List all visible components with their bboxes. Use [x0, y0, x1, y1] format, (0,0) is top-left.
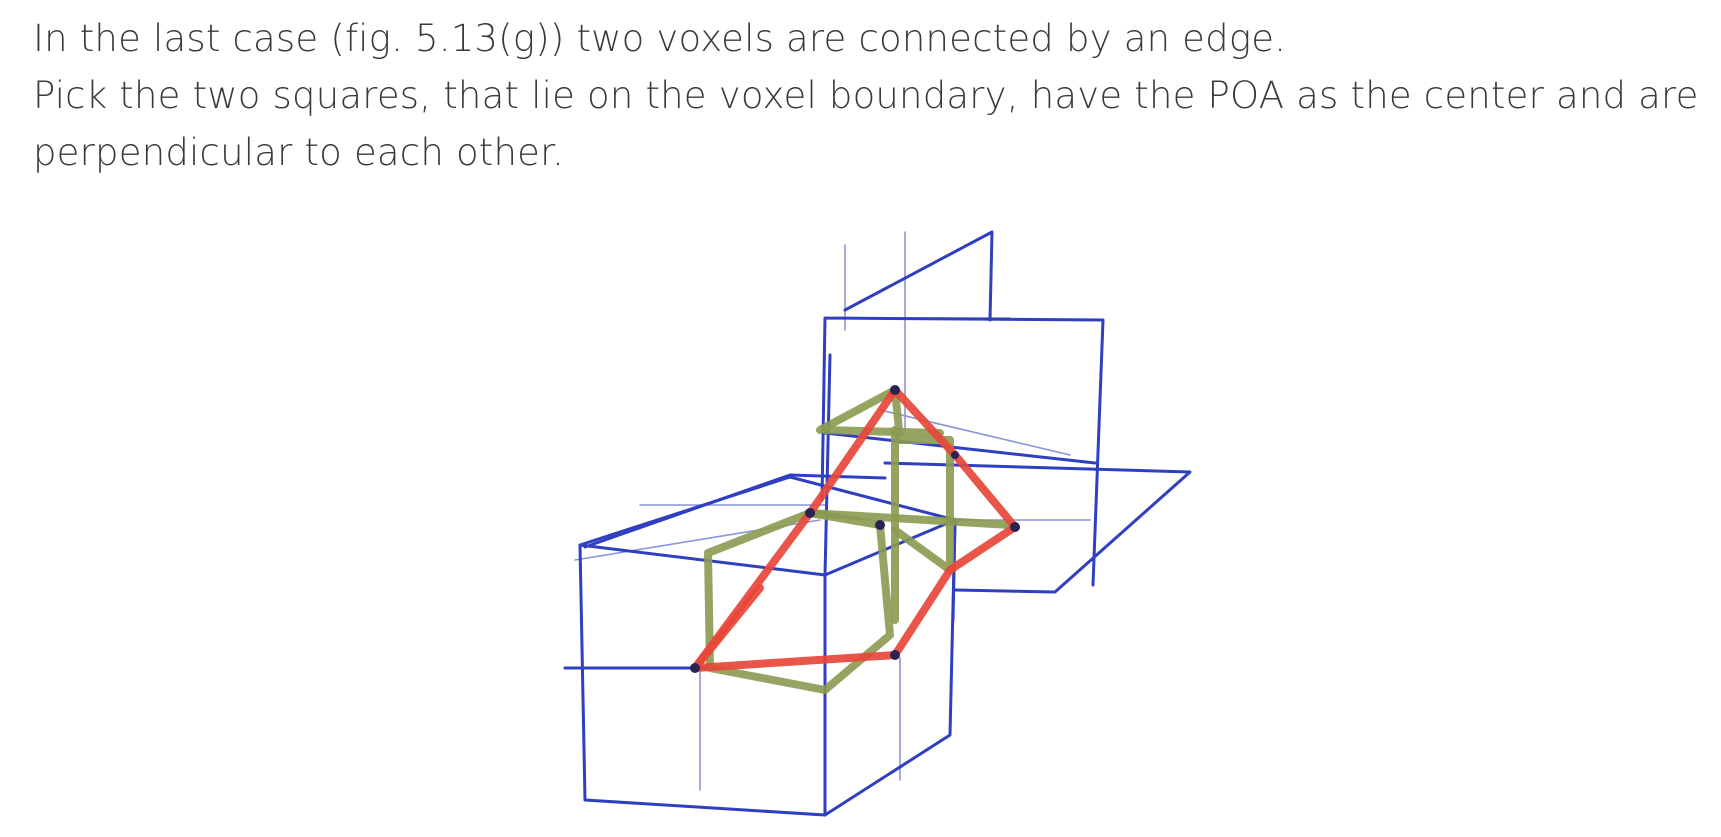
- text-line-3: perpendicular to each other.: [33, 131, 565, 174]
- square-b-diagonal: [691, 584, 764, 672]
- text-line-2: Pick the two squares, that lie on the vo…: [33, 74, 1699, 117]
- upper-square: [820, 316, 1105, 587]
- vertex-dot: [690, 663, 700, 673]
- lower-top-face: [578, 475, 957, 547]
- square-a-upper: [816, 386, 954, 574]
- square-b: [691, 386, 1019, 672]
- upper-voxel: [820, 230, 1105, 587]
- vertex-dot: [951, 451, 959, 459]
- paragraph: In the last case (fig. 5.13(g)) two voxe…: [33, 10, 1713, 181]
- vertex-dot: [890, 385, 900, 395]
- vertex-dot: [805, 508, 815, 518]
- vertex-dot: [890, 650, 900, 660]
- upper-back-fin: [843, 230, 994, 322]
- square-b-outline: [691, 386, 1019, 672]
- upper-mid-line: [823, 431, 1097, 465]
- vertex-dot: [1010, 522, 1020, 532]
- square-a-upper-edge: [821, 426, 944, 437]
- lower-right-face: [823, 518, 957, 817]
- lower-vertical-mid: [823, 353, 832, 577]
- guide-line: [879, 409, 1071, 456]
- square-a: [704, 386, 1014, 694]
- text-line-1: In the last case (fig. 5.13(g)) two voxe…: [33, 17, 1287, 60]
- vertex-dot: [875, 520, 885, 530]
- horizontal-plane-outline: [883, 461, 1192, 594]
- square-a-cross-h: [806, 509, 1014, 529]
- vertex-dots: [690, 385, 1020, 673]
